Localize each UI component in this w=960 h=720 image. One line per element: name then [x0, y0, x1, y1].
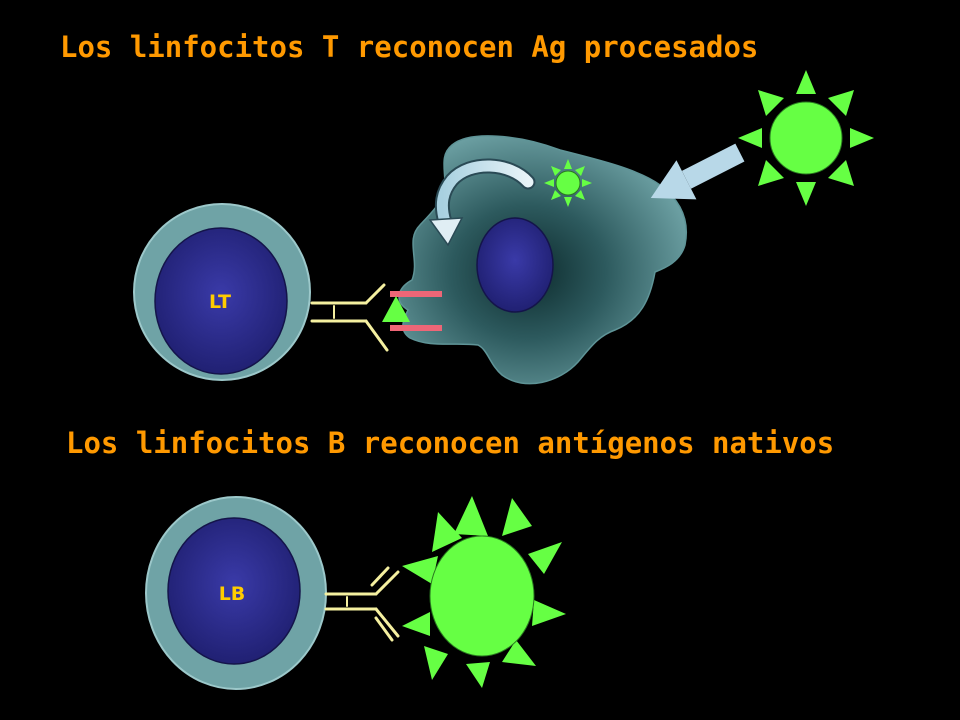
curved-processing-arrow-icon: [428, 158, 536, 247]
label-lt: LT: [209, 291, 231, 313]
small-antigen-icon: [544, 159, 592, 207]
mhc-peptide-complex: [382, 291, 442, 331]
b-lymphocyte: LB: [145, 496, 327, 690]
t-lymphocyte-nucleus: [154, 227, 288, 375]
uptake-arrow-icon: [650, 143, 745, 200]
t-lymphocyte: LT: [133, 203, 311, 381]
native-antigen-icon: [402, 496, 566, 688]
t-cell-receptor: [310, 283, 389, 352]
b-lymphocyte-nucleus: [167, 517, 301, 665]
title-b-cells: Los linfocitos B reconocen antígenos nat…: [66, 426, 835, 460]
processed-peptide-icon: [382, 296, 410, 322]
b-cell-receptor: [324, 566, 400, 642]
title-t-cells: Los linfocitos T reconocen Ag procesados: [60, 30, 759, 64]
large-antigen-icon-top: [738, 70, 874, 206]
label-lb: LB: [219, 583, 246, 605]
apc-nucleus: [476, 217, 554, 313]
